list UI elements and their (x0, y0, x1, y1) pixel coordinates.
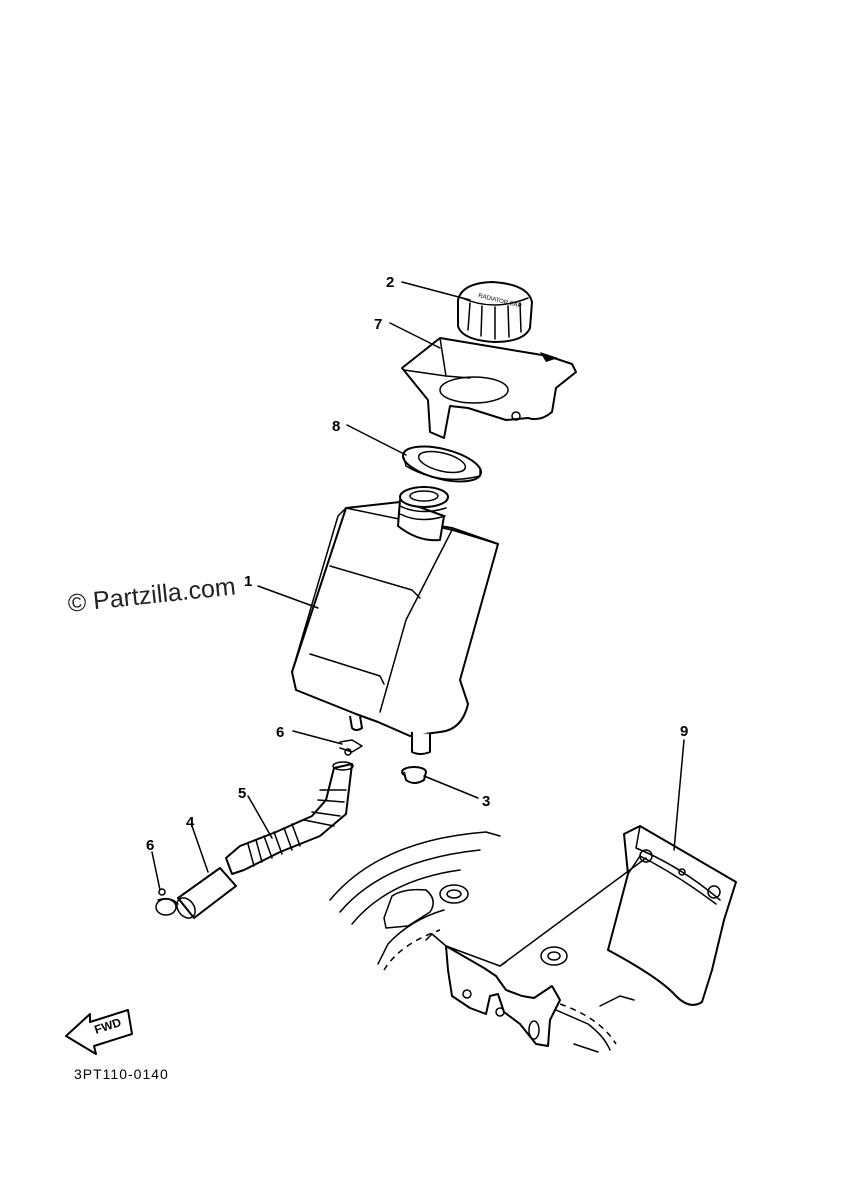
callout-8: 8 (332, 418, 340, 435)
callout-6-upper: 6 (276, 724, 284, 741)
part-3-cap[interactable] (401, 766, 427, 784)
callout-7: 7 (374, 316, 382, 333)
part-7-bracket[interactable] (401, 337, 577, 439)
part-4-hose[interactable] (173, 867, 237, 922)
callout-5: 5 (238, 785, 246, 802)
part-6-clip-lower[interactable] (155, 888, 179, 916)
callout-6-lower: 6 (146, 837, 154, 854)
part-1-reservoir-tank[interactable] (291, 486, 499, 755)
frame-outline (329, 831, 635, 1053)
part-2-cap[interactable]: RADIATOR CAP (457, 281, 533, 343)
part-5-hose[interactable] (225, 761, 354, 875)
callout-3: 3 (482, 793, 490, 810)
part-8-gasket[interactable] (400, 440, 485, 488)
leader-lines (151, 281, 685, 967)
fwd-arrow-icon: FWD (65, 1009, 133, 1055)
callout-2: 2 (386, 274, 394, 291)
callout-4: 4 (186, 814, 195, 831)
callout-1: 1 (244, 573, 252, 590)
drawing-code: 3PT110-0140 (74, 1066, 169, 1082)
callout-9: 9 (680, 723, 688, 740)
part-9-guard[interactable] (607, 825, 737, 1006)
part-6-clip-upper[interactable] (339, 739, 363, 756)
